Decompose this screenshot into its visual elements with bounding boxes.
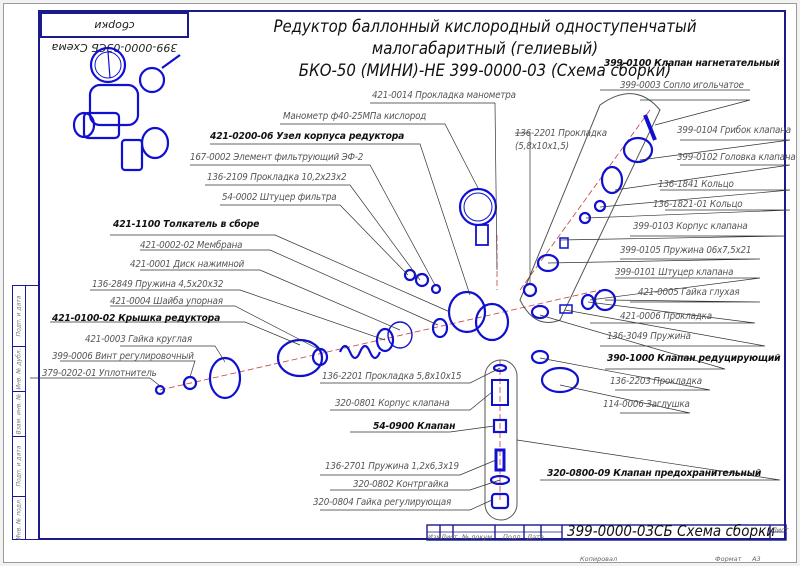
label-pusher: 421-1100 Толкатель в сборе — [113, 219, 260, 230]
label-safety-valve: 320-0800-09 Клапан предохранительный — [547, 468, 762, 479]
label-gasket-2201-top-size: (5,8х10х1,5) — [515, 141, 569, 152]
side-cell: Подп. и дата — [13, 436, 25, 497]
tb-col-list: Лист — [441, 533, 458, 541]
label-reducing-valve: 390-1000 Клапан редуцирующий — [607, 353, 781, 364]
label-filter: 167-0002 Элемент фильтрующий ЭФ-2 — [190, 152, 364, 163]
label-spring-2849: 136-2849 Пружина 4,5х20х32 — [92, 279, 224, 290]
label-gasket-2203: 136-2203 Прокладка — [610, 376, 702, 387]
label-washer: 421-0004 Шайба упорная — [110, 296, 223, 307]
assembly-preview — [72, 46, 181, 172]
label-gauge: Манометр ф40-25МПа кислород — [283, 111, 427, 122]
label-valve-fitting: 399-0101 Штуцер клапана — [615, 267, 734, 278]
side-cell: Взам. инв. № — [13, 391, 25, 437]
tb-col-doc: № докум — [462, 533, 492, 541]
label-round-nut: 421-0003 Гайка круглая — [85, 334, 192, 345]
label-cover: 421-0100-02 Крышка редуктора — [52, 313, 221, 324]
drawing-title: Редуктор баллонный кислородный одноступе… — [239, 16, 732, 82]
side-stamp: Подп. и дата Инв. № дубл. Взам. инв. № П… — [12, 285, 38, 540]
label-gasket-2109: 136-2109 Прокладка 10,2х23х2 — [207, 172, 347, 183]
label-valve-spring: 399-0105 Пружина 06х7,5х21 — [620, 245, 752, 256]
tb-col-date: Дата — [527, 533, 544, 541]
label-body-assy: 421-0200-06 Узел корпуса редуктора — [210, 131, 405, 142]
label-membrane: 421-0002-02 Мембрана — [140, 240, 243, 251]
label-valve-54: 54-0900 Клапан — [373, 421, 456, 432]
tb-col-sign: Подп — [503, 533, 521, 541]
tb-col-izm: Изм — [428, 533, 442, 541]
side-cell: Инв. № дубл. — [13, 346, 25, 392]
title-line-1: Редуктор баллонный кислородный одноступе… — [273, 17, 697, 59]
label-blind-nut: 421-0005 Гайка глухая — [638, 287, 740, 298]
label-filter-fitting: 54-0002 Штуцер фильтра — [222, 192, 337, 203]
label-locknut: 320-0802 Контргайка — [353, 479, 449, 490]
drawing-frame — [38, 10, 786, 540]
gauge-part — [458, 187, 498, 227]
label-gasket-421: 421-0006 Прокладка — [620, 311, 712, 322]
tb-sheet: Лист — [772, 526, 789, 534]
label-adj-screw: 399-0006 Винт регулировочный — [52, 351, 194, 362]
label-valve-body-320: 320-0801 Корпус клапана — [335, 398, 450, 409]
parts — [154, 114, 657, 510]
round-nut-part — [208, 356, 242, 400]
axis-lines — [159, 109, 651, 500]
label-plug: 114-0006 Заглушка — [603, 399, 690, 410]
cover-part — [276, 338, 324, 378]
tb-format-value: А3 — [752, 555, 761, 563]
tb-format: Формат — [715, 555, 742, 563]
label-valve-body: 399-0103 Корпус клапана — [633, 221, 748, 232]
label-nozzle: 399-0003 Сопло игольчатое — [620, 80, 744, 91]
label-spring-2701: 136-2701 Пружина 1,2х6,3х19 — [325, 461, 459, 472]
label-valve-head: 399-0102 Головка клапана — [677, 152, 796, 163]
rotated-stamp: 399-0000-03СБ Схема сборки — [40, 12, 189, 54]
label-gasket-2201: 136-2201 Прокладка 5,8х10х15 — [322, 371, 462, 382]
label-valve-inject: 399-0100 Клапан нагнетательный — [604, 58, 780, 69]
label-ring2: 136-1821-01 Кольцо — [653, 199, 743, 210]
body-part — [447, 290, 487, 334]
label-gauge-gasket: 421-0014 Прокладка манометра — [372, 90, 516, 101]
title-block-grid — [426, 524, 787, 541]
drawing-sheet — [3, 3, 797, 563]
label-spring-3049: 136-3049 Пружина — [607, 331, 691, 342]
label-adj-nut: 320-0804 Гайка регулирующая — [313, 497, 452, 508]
label-seal: 379-0202-01 Уплотнитель — [42, 368, 157, 379]
side-cell: Подп. и дата — [13, 286, 25, 347]
leader-lines — [30, 89, 791, 511]
label-ring1: 136-1841 Кольцо — [658, 179, 734, 190]
title-line-2: БКО-50 (МИНИ)-НЕ 399-0000-03 (Схема сбор… — [298, 61, 672, 81]
designation: 399-0000-03СБ Схема сборки — [567, 522, 775, 540]
tb-copied: Копировал — [580, 555, 618, 563]
label-valve-mushroom: 399-0104 Грибок клапана — [677, 125, 791, 136]
spring-part — [338, 344, 382, 360]
label-gasket-2201-top: 136-2201 Прокладка — [515, 128, 607, 139]
label-disk: 421-0001 Диск нажимной — [130, 259, 245, 270]
plug-part — [540, 366, 580, 394]
